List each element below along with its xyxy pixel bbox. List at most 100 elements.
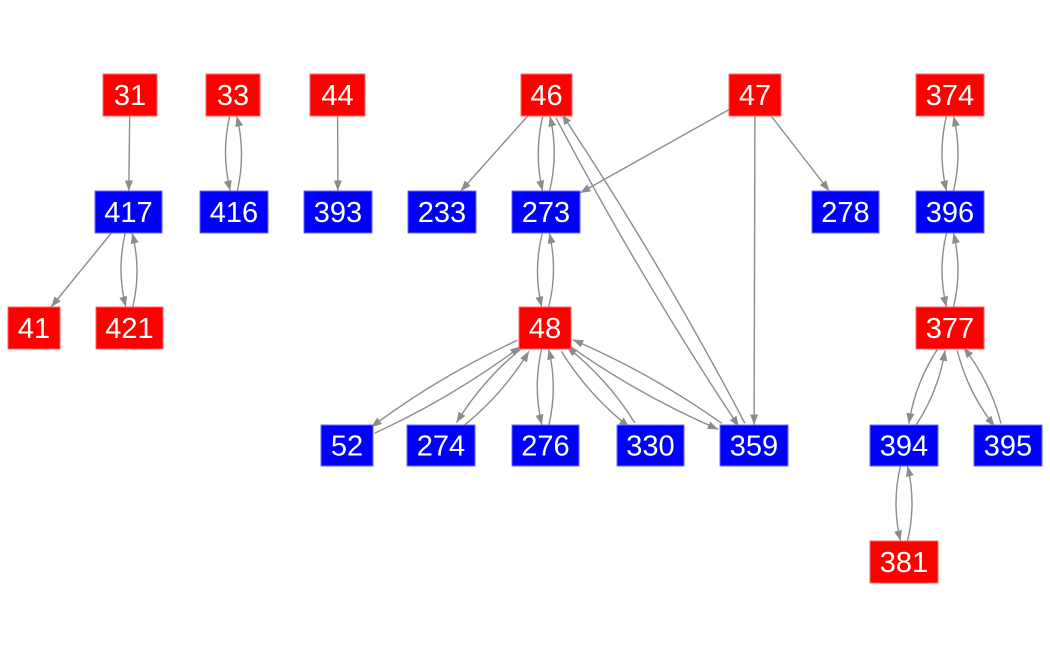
node-box-48 bbox=[518, 306, 572, 350]
edge-417-to-41 bbox=[50, 232, 112, 308]
graph-node-396: 396 bbox=[915, 190, 985, 234]
edge-46-to-273 bbox=[536, 115, 545, 192]
node-label-416: 416 bbox=[210, 197, 258, 229]
node-label-41: 41 bbox=[18, 313, 50, 345]
graph-node-416: 416 bbox=[199, 190, 269, 234]
graph-node-393: 393 bbox=[303, 190, 373, 234]
edge-359-to-46 bbox=[561, 113, 746, 424]
graph-node-377: 377 bbox=[915, 306, 985, 350]
node-label-233: 233 bbox=[418, 197, 466, 229]
node-label-377: 377 bbox=[926, 313, 974, 345]
node-label-44: 44 bbox=[321, 80, 353, 112]
edge-52-to-48 bbox=[374, 345, 522, 434]
node-box-47 bbox=[728, 73, 782, 117]
edge-48-to-276 bbox=[535, 348, 544, 426]
edge-48-to-52 bbox=[370, 339, 518, 428]
node-box-421 bbox=[95, 306, 164, 350]
node-label-48: 48 bbox=[529, 313, 561, 345]
node-box-359 bbox=[719, 424, 789, 467]
edge-47-to-278 bbox=[770, 115, 830, 192]
edge-47-to-273 bbox=[579, 108, 730, 194]
graph-node-46: 46 bbox=[520, 73, 573, 117]
node-box-377 bbox=[915, 306, 985, 350]
graph-node-33: 33 bbox=[205, 73, 261, 117]
node-label-46: 46 bbox=[530, 80, 562, 112]
edge-274-to-48 bbox=[461, 350, 530, 428]
node-box-274 bbox=[406, 424, 476, 467]
edge-48-to-330 bbox=[560, 350, 630, 428]
node-label-374: 374 bbox=[926, 80, 974, 112]
graph-node-359: 359 bbox=[719, 424, 789, 467]
edge-416-to-33 bbox=[235, 115, 244, 192]
graph-node-233: 233 bbox=[407, 190, 477, 234]
node-box-330 bbox=[616, 424, 685, 467]
edge-417-to-421 bbox=[119, 232, 128, 308]
node-box-44 bbox=[309, 73, 366, 117]
graph-node-276: 276 bbox=[511, 424, 580, 467]
node-box-41 bbox=[7, 306, 61, 350]
node-box-416 bbox=[199, 190, 269, 234]
node-label-359: 359 bbox=[730, 431, 778, 463]
node-box-393 bbox=[303, 190, 373, 234]
edge-394-to-381 bbox=[894, 465, 902, 542]
edge-48-to-359 bbox=[568, 345, 719, 431]
node-box-276 bbox=[511, 424, 580, 467]
node-label-274: 274 bbox=[417, 431, 465, 463]
node-box-233 bbox=[407, 190, 477, 234]
node-label-417: 417 bbox=[104, 197, 152, 229]
graph-node-273: 273 bbox=[511, 190, 581, 234]
edge-395-to-377 bbox=[962, 347, 1002, 424]
graph-node-274: 274 bbox=[406, 424, 476, 467]
edge-46-to-233 bbox=[460, 115, 529, 192]
node-box-46 bbox=[520, 73, 573, 117]
graph-node-278: 278 bbox=[811, 190, 880, 234]
edge-377-to-394 bbox=[906, 347, 940, 424]
node-label-421: 421 bbox=[105, 313, 153, 345]
node-label-52: 52 bbox=[331, 431, 363, 463]
edges-layer bbox=[50, 108, 1002, 542]
node-box-395 bbox=[973, 424, 1043, 467]
edge-374-to-396 bbox=[940, 115, 948, 192]
edge-46-to-359 bbox=[555, 117, 740, 428]
node-box-394 bbox=[869, 424, 939, 467]
edge-276-to-48 bbox=[547, 348, 555, 426]
graph-node-421: 421 bbox=[95, 306, 164, 350]
node-box-381 bbox=[869, 540, 939, 584]
node-box-396 bbox=[915, 190, 985, 234]
edge-377-to-396 bbox=[952, 232, 960, 308]
node-box-273 bbox=[511, 190, 581, 234]
graph-node-52: 52 bbox=[320, 424, 374, 467]
edge-48-to-273 bbox=[547, 232, 556, 308]
graph-node-417: 417 bbox=[94, 190, 163, 234]
edge-394-to-377 bbox=[914, 350, 948, 427]
graph-node-31: 31 bbox=[102, 73, 158, 117]
edge-359-to-48 bbox=[572, 338, 723, 424]
node-label-394: 394 bbox=[880, 431, 928, 463]
node-label-396: 396 bbox=[926, 197, 974, 229]
edge-48-to-274 bbox=[455, 346, 525, 424]
edge-47-to-359 bbox=[750, 115, 759, 426]
node-label-395: 395 bbox=[984, 431, 1032, 463]
graph-node-374: 374 bbox=[915, 73, 985, 117]
graph-node-394: 394 bbox=[869, 424, 939, 467]
node-label-47: 47 bbox=[739, 80, 771, 112]
node-label-330: 330 bbox=[626, 431, 674, 463]
edge-273-to-46 bbox=[548, 115, 557, 192]
graph-node-47: 47 bbox=[728, 73, 782, 117]
node-box-374 bbox=[915, 73, 985, 117]
node-label-33: 33 bbox=[217, 80, 249, 112]
node-box-417 bbox=[94, 190, 163, 234]
edge-33-to-416 bbox=[223, 115, 232, 192]
node-label-393: 393 bbox=[314, 197, 362, 229]
edge-31-to-417 bbox=[124, 115, 133, 192]
edge-421-to-417 bbox=[130, 232, 139, 308]
node-box-33 bbox=[205, 73, 261, 117]
node-box-31 bbox=[102, 73, 158, 117]
node-label-278: 278 bbox=[821, 197, 869, 229]
edge-396-to-377 bbox=[940, 232, 948, 308]
node-box-278 bbox=[811, 190, 880, 234]
graph-node-330: 330 bbox=[616, 424, 685, 467]
graph-node-48: 48 bbox=[518, 306, 572, 350]
